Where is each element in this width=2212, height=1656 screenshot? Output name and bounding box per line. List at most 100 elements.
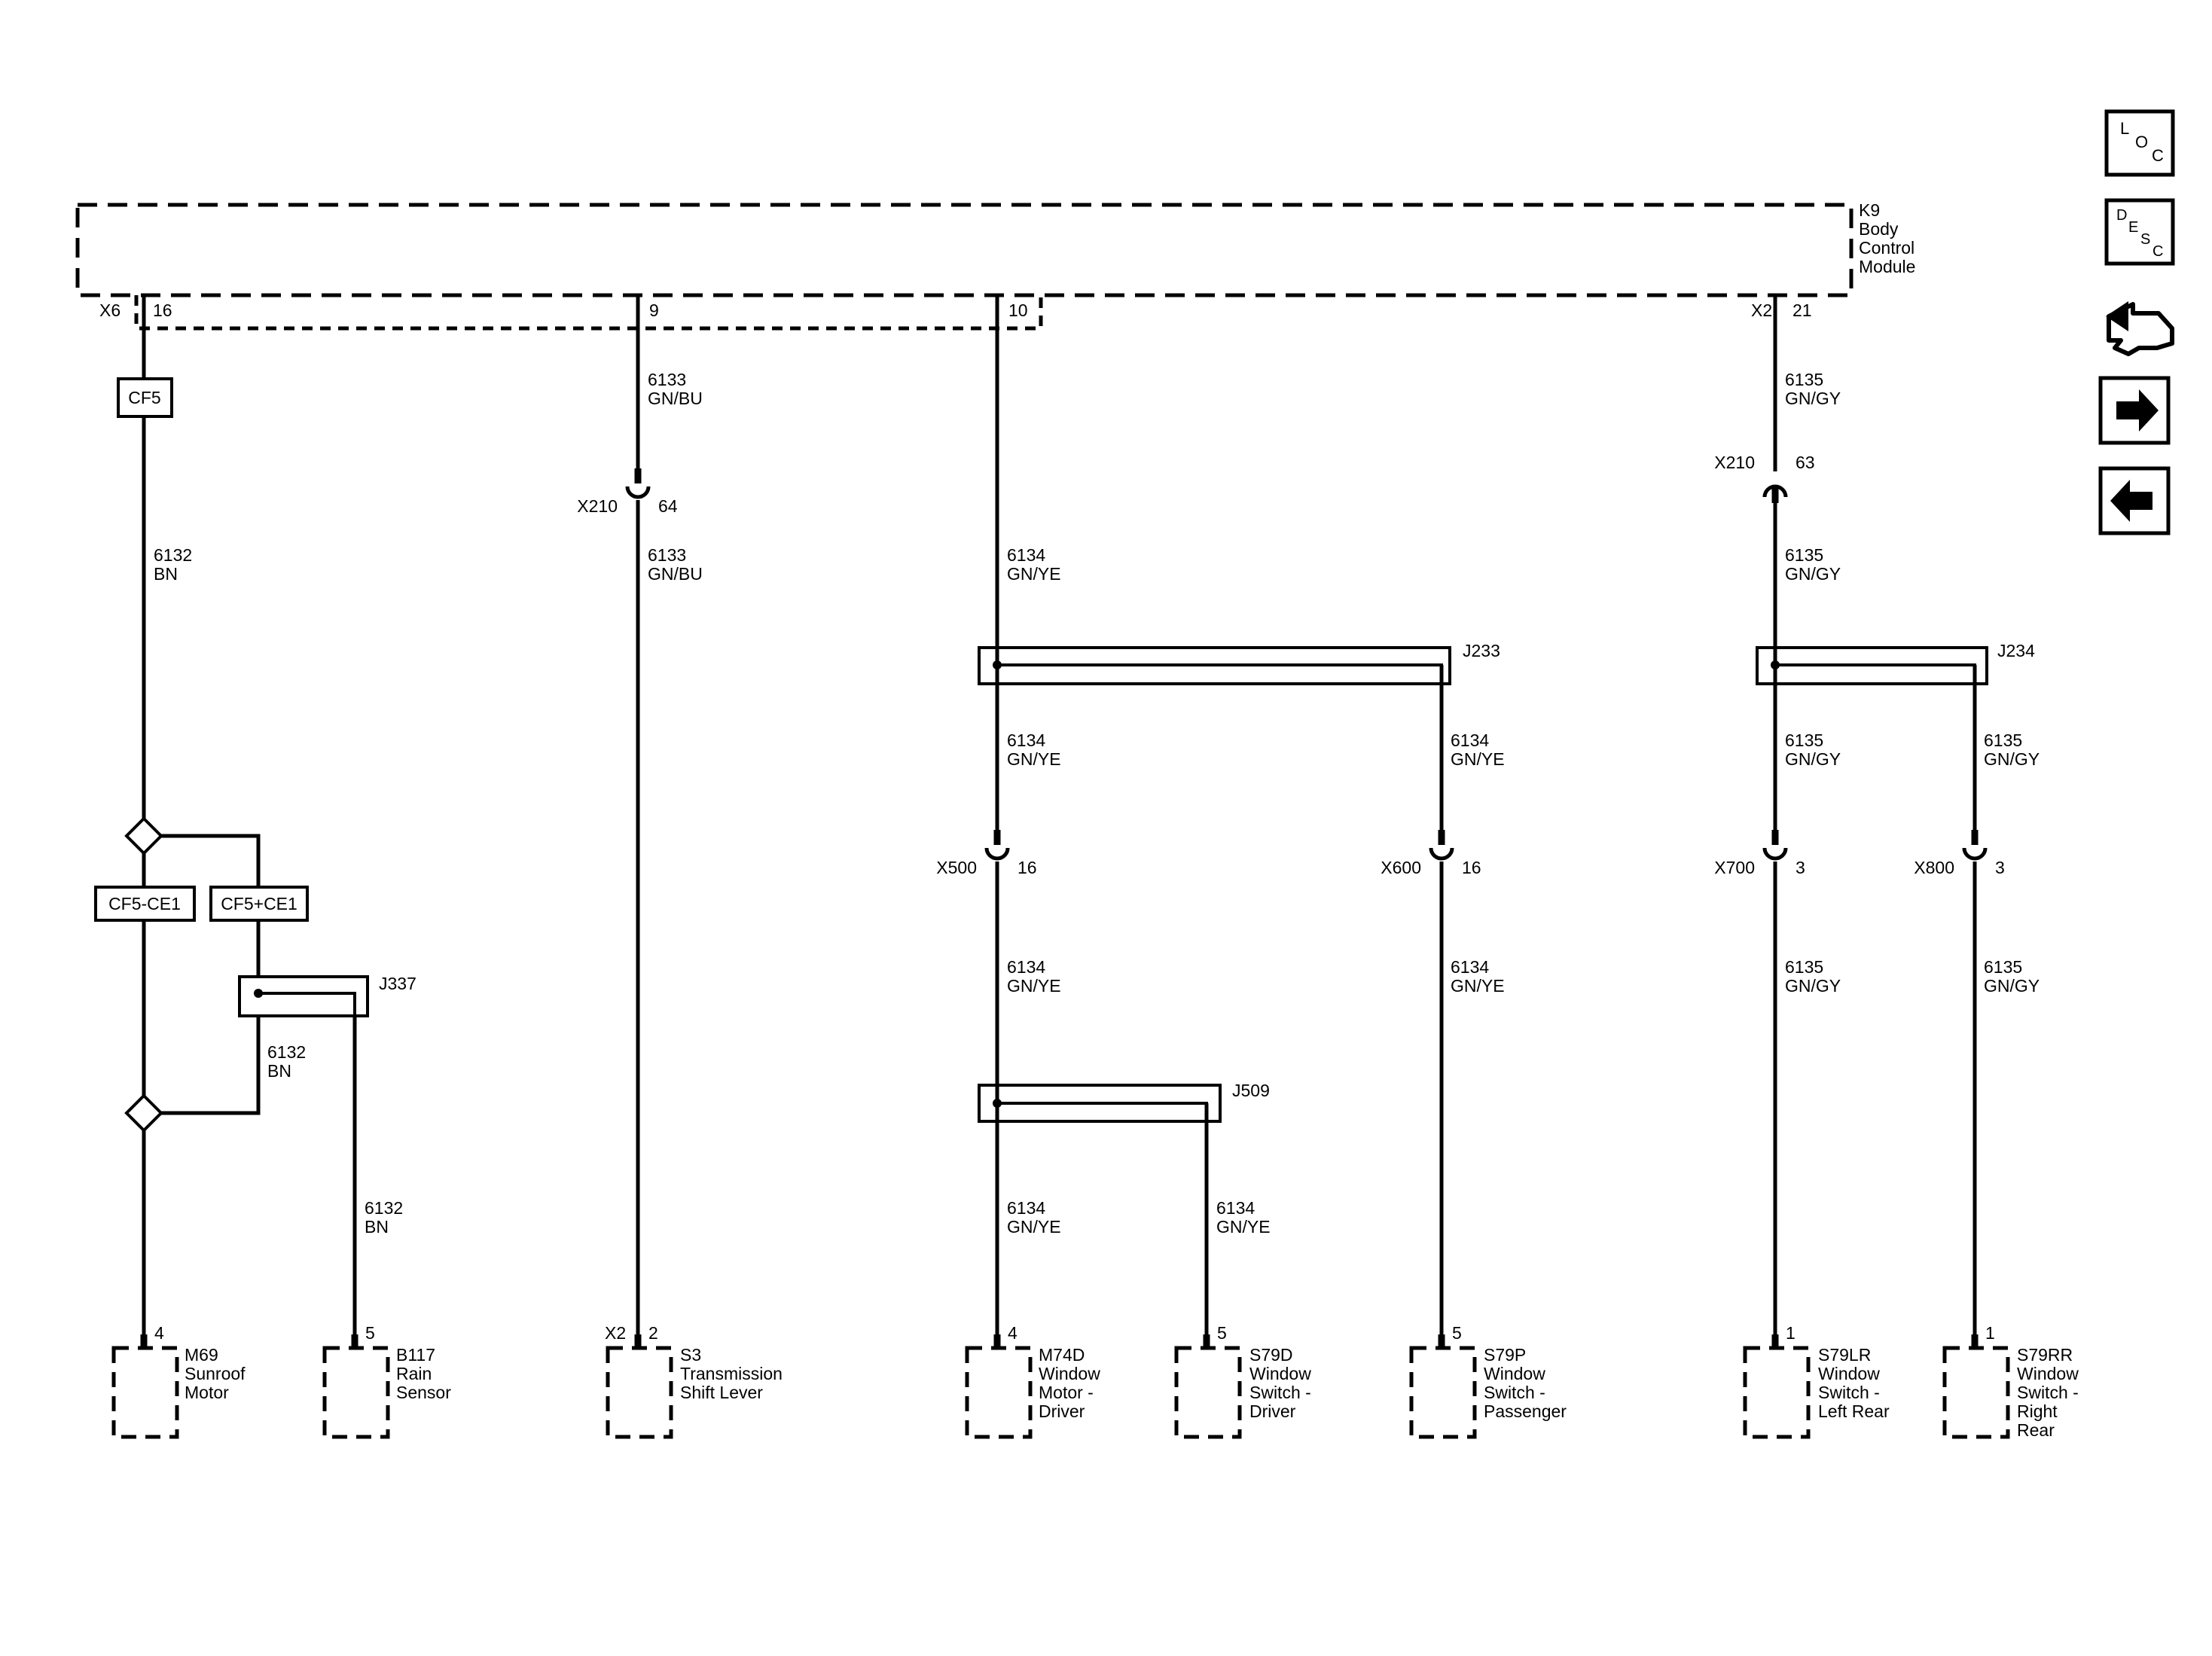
arrow-left-icon bbox=[2110, 480, 2153, 522]
wire-circuit: 6133 bbox=[648, 370, 686, 389]
component-label: S79D bbox=[1249, 1345, 1293, 1365]
component-label: Window bbox=[1249, 1364, 1311, 1383]
component-label: Window bbox=[1039, 1364, 1100, 1383]
component-label: Shift Lever bbox=[680, 1383, 763, 1402]
component-s79d-window-switch-driver: 5 S79D Window Switch - Driver bbox=[1174, 1323, 1311, 1439]
splice-j234-bar bbox=[1775, 663, 1976, 684]
option-diamond bbox=[124, 816, 163, 855]
wire bbox=[158, 834, 261, 887]
component-label: Transmission bbox=[680, 1364, 783, 1383]
component-label: S79P bbox=[1484, 1345, 1526, 1365]
inline-connector-x700 bbox=[1762, 847, 1788, 861]
arrow-right-button[interactable] bbox=[2098, 376, 2171, 445]
component-pin: 2 bbox=[648, 1323, 658, 1343]
desc-letter-d: D bbox=[2116, 207, 2127, 224]
inline-connector-x500 bbox=[984, 847, 1010, 861]
nav-panel: L O C D E S C bbox=[2098, 109, 2175, 535]
connector-pin: 3 bbox=[1995, 858, 2005, 877]
wire-circuit: 6133 bbox=[648, 545, 686, 565]
component-label: S79RR bbox=[2017, 1345, 2073, 1365]
component-label: Left Rear bbox=[1818, 1401, 1890, 1421]
connector-pin: 3 bbox=[1796, 858, 1805, 877]
connector-name: X800 bbox=[1914, 858, 1954, 877]
splice-j337-bar bbox=[258, 992, 356, 1016]
desc-letter-e: E bbox=[2128, 219, 2138, 236]
wire-color: GN/GY bbox=[1785, 564, 1841, 584]
component-outline bbox=[1743, 1346, 1811, 1439]
splice-j234-label: J234 bbox=[1997, 641, 2035, 660]
component-label: Window bbox=[1484, 1364, 1545, 1383]
component-label: Passenger bbox=[1484, 1401, 1567, 1421]
splice-j233-label: J233 bbox=[1463, 641, 1500, 660]
component-outline bbox=[322, 1346, 390, 1439]
connector-name: X500 bbox=[936, 858, 977, 877]
component-label: Window bbox=[2017, 1364, 2079, 1383]
component-label: Window bbox=[1818, 1364, 1880, 1383]
component-label: Switch - bbox=[2017, 1383, 2079, 1402]
module-outline bbox=[75, 203, 1854, 297]
desc-button[interactable]: D E S C bbox=[2104, 198, 2175, 266]
component-s3-transmission-shift-lever: X2 2 S3 Transmission Shift Lever bbox=[605, 1323, 783, 1439]
wire-circuit: 6132 bbox=[365, 1198, 403, 1218]
splice-dot bbox=[993, 1099, 1002, 1108]
loc-button[interactable]: L O C bbox=[2104, 109, 2175, 177]
component-outline bbox=[1174, 1346, 1242, 1439]
wire-circuit: 6134 bbox=[1007, 957, 1045, 977]
component-pin: 1 bbox=[1786, 1323, 1796, 1343]
component-label: Switch - bbox=[1818, 1383, 1880, 1402]
splice-j233-bar bbox=[997, 663, 1443, 684]
arrow-left-button[interactable] bbox=[2098, 466, 2171, 535]
cf5-ce1-minus-label: CF5-CE1 bbox=[108, 894, 181, 913]
component-outline bbox=[965, 1346, 1033, 1439]
cf5-ce1-plus-box bbox=[209, 886, 309, 922]
wire-circuit: 6134 bbox=[1007, 545, 1045, 565]
splice-dot bbox=[1771, 660, 1780, 669]
bcm-pins: X6 16 9 10 X2 21 bbox=[99, 300, 1812, 320]
wire-color: BN bbox=[154, 564, 178, 584]
splice-j233-outline bbox=[978, 646, 1451, 685]
component-pin: 1 bbox=[1985, 1323, 1995, 1343]
inline-connector-x210-63 bbox=[1762, 484, 1788, 498]
component-label: Motor - bbox=[1039, 1383, 1094, 1402]
wire-color: GN/YE bbox=[1007, 749, 1061, 769]
wire-circuit: 6134 bbox=[1216, 1198, 1255, 1218]
component-pin: 5 bbox=[365, 1323, 375, 1343]
desc-letter-c: C bbox=[2153, 243, 2163, 260]
wire-circuit: 6135 bbox=[1785, 957, 1823, 977]
wire-labels: 6132 BN 6132 BN 6132 BN 6133 GN/BU 6133 … bbox=[154, 370, 2040, 1237]
option-boxes: CF5 CF5-CE1 CF5+CE1 bbox=[94, 377, 309, 1133]
component-label: Right bbox=[2017, 1401, 2058, 1421]
bcm-pin-9: 9 bbox=[649, 300, 659, 320]
component-label: Sunroof bbox=[185, 1364, 246, 1383]
bcm-connector-x6: X6 bbox=[99, 300, 121, 320]
loc-button-frame[interactable] bbox=[2104, 109, 2175, 177]
component-label: Switch - bbox=[1249, 1383, 1311, 1402]
components: 4 M69 Sunroof Motor 5 B117 Rain Sensor X… bbox=[111, 1323, 2079, 1440]
component-label: Motor bbox=[185, 1383, 229, 1402]
splice-dot bbox=[254, 989, 263, 998]
splice-j337-label: J337 bbox=[379, 974, 416, 993]
wire-color: GN/BU bbox=[648, 389, 703, 408]
splice-packs bbox=[238, 646, 1988, 1123]
bcm-pin-16: 16 bbox=[153, 300, 172, 320]
module-id: K9 bbox=[1859, 200, 1880, 220]
wire-color: GN/GY bbox=[1785, 389, 1841, 408]
connector-end-view-icon[interactable] bbox=[2106, 301, 2174, 356]
wire-stubs bbox=[140, 468, 1979, 1348]
wire-color: GN/YE bbox=[1216, 1217, 1271, 1237]
inline-connector-labels: X210 64 X210 63 X500 16 X600 16 X700 3 X… bbox=[577, 453, 2005, 877]
component-label: M74D bbox=[1039, 1345, 1085, 1365]
wire-color: GN/GY bbox=[1984, 749, 2040, 769]
desc-button-frame[interactable] bbox=[2104, 198, 2175, 266]
inline-connector-symbols bbox=[625, 484, 1988, 861]
wire-circuit: 6134 bbox=[1451, 730, 1489, 750]
wire-circuit: 6132 bbox=[154, 545, 192, 565]
splice-labels: J337 J233 J509 J234 bbox=[379, 641, 2035, 1100]
component-label: S79LR bbox=[1818, 1345, 1871, 1365]
desc-letter-s: S bbox=[2140, 231, 2150, 248]
module-name-2: Control bbox=[1859, 238, 1915, 258]
bcm-connector-x2: X2 bbox=[1751, 300, 1772, 320]
wire-circuit: 6135 bbox=[1785, 545, 1823, 565]
module-connector-outline bbox=[134, 295, 1043, 331]
